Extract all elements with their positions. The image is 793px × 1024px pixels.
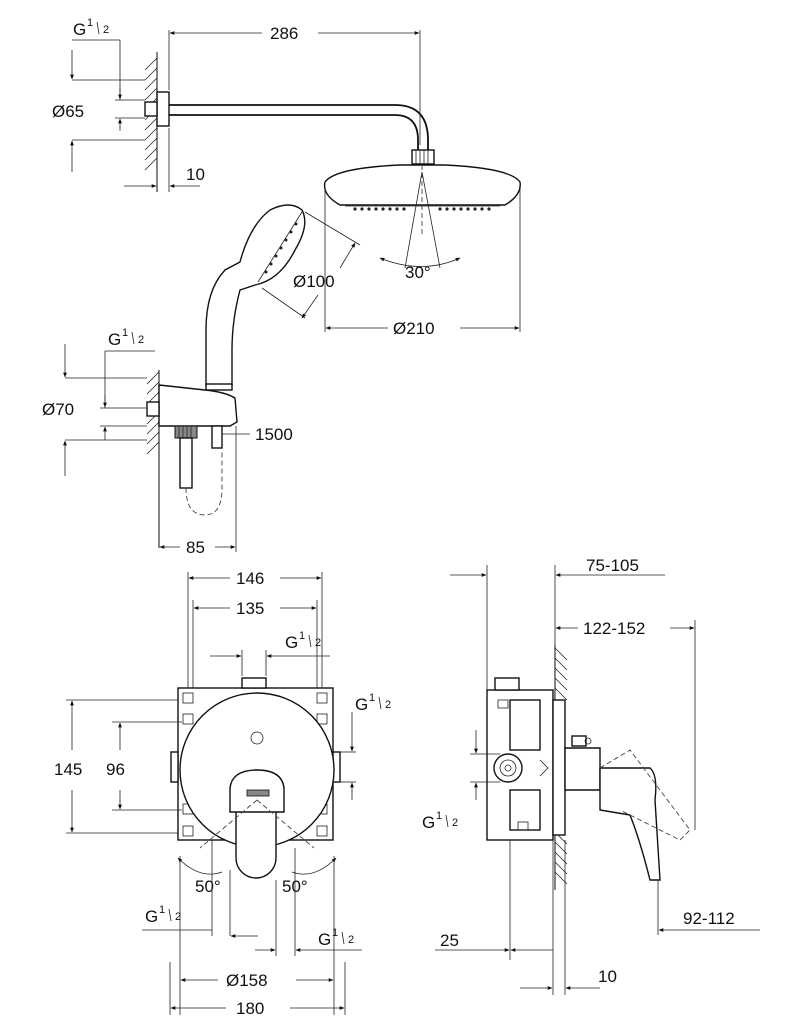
- wall-rose: [156, 91, 170, 127]
- projection-range: 122-152: [583, 619, 645, 638]
- head-spray-angle: 30°: [405, 263, 431, 282]
- box-right-thread-label: G 1 2: [355, 692, 391, 714]
- elbow-diameter: Ø70: [42, 400, 74, 419]
- svg-text:1: 1: [436, 810, 442, 822]
- plate-width: 180: [236, 999, 264, 1018]
- box-height: 145: [54, 760, 82, 779]
- svg-text:2: 2: [315, 637, 321, 649]
- svg-text:G: G: [145, 907, 158, 926]
- svg-text:2: 2: [385, 699, 391, 711]
- wall-elbow: [158, 384, 238, 427]
- bottom-right-thread-label: G 1 2: [318, 927, 354, 949]
- mixer-side-view: 75-105 122-152 G 1 2 92-112 25 10: [422, 556, 760, 995]
- svg-text:2: 2: [103, 24, 109, 36]
- lever-reach: 92-112: [683, 909, 735, 928]
- bottom-left-thread-label: G 1 2: [145, 904, 181, 926]
- svg-text:2: 2: [175, 911, 181, 923]
- svg-text:2: 2: [138, 334, 144, 346]
- svg-text:G: G: [73, 20, 86, 39]
- head-shower-view: 30° 286 G 1 2 Ø65 10: [52, 17, 521, 338]
- head-diameter: Ø210: [393, 319, 435, 338]
- svg-text:2: 2: [452, 817, 458, 829]
- wall-rose-depth: 10: [186, 165, 205, 184]
- angle-left: 50°: [195, 877, 221, 896]
- spray-nozzles: [353, 207, 491, 211]
- svg-text:G: G: [108, 330, 121, 349]
- svg-text:1: 1: [122, 327, 128, 339]
- svg-text:G: G: [285, 633, 298, 652]
- side-plate: [552, 699, 566, 836]
- hand-shower: [205, 204, 306, 386]
- min-depth: 25: [440, 931, 459, 950]
- svg-text:1: 1: [87, 17, 93, 29]
- box-width-outer: 146: [236, 569, 264, 588]
- hand-shower-nozzles: [264, 222, 298, 274]
- arm-length: 286: [270, 24, 298, 43]
- handshower-diameter: Ø100: [293, 272, 335, 291]
- svg-text:1: 1: [299, 630, 305, 642]
- side-thread-label: G 1 2: [422, 810, 458, 832]
- hose-length: 1500: [255, 425, 293, 444]
- elbow-thread-label: G 1 2: [108, 327, 144, 349]
- mixer-front-view: 50° 50° 146 135 G 1 2 G 1 2: [54, 569, 391, 1018]
- elbow-projection: 85: [186, 538, 205, 557]
- wall-rose-thread-label: G 1 2: [73, 17, 109, 39]
- svg-text:1: 1: [369, 692, 375, 704]
- hose-nut-knurl: [178, 426, 192, 438]
- svg-text:G: G: [318, 930, 331, 949]
- box-width-inner: 135: [236, 599, 264, 618]
- svg-text:G: G: [355, 695, 368, 714]
- svg-text:G: G: [422, 813, 435, 832]
- box-inner-height: 96: [106, 760, 125, 779]
- plate-diameter: Ø158: [226, 971, 268, 990]
- svg-text:2: 2: [348, 934, 354, 946]
- install-depth: 75-105: [586, 556, 639, 575]
- side-lever: [599, 767, 661, 881]
- plate-thickness: 10: [598, 967, 617, 986]
- hand-shower-view: Ø100 1500 G 1: [42, 204, 361, 557]
- wall-rose-diameter: Ø65: [52, 102, 84, 121]
- box-top-thread-label: G 1 2: [285, 630, 321, 652]
- svg-text:1: 1: [159, 904, 165, 916]
- shower-arm: [169, 104, 429, 150]
- svg-text:1: 1: [332, 927, 338, 939]
